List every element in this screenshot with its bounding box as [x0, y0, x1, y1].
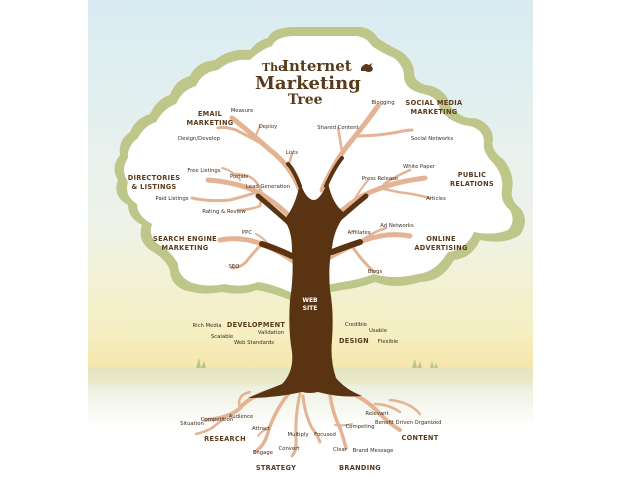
term-clear: Clear	[333, 447, 348, 453]
term-flexible: Flexible	[378, 339, 398, 345]
category-email-line1: EMAIL	[198, 110, 223, 118]
title-the: The	[262, 61, 285, 74]
trunk-label-web: WEB	[302, 297, 318, 304]
term-articles: Articles	[426, 196, 446, 202]
trunk-limbs	[255, 156, 369, 259]
term-multiply: Multiply	[288, 432, 309, 438]
term-measure: Measure	[231, 108, 254, 114]
category-branding: BRANDING	[339, 464, 381, 472]
term-portals: Portals	[230, 174, 248, 180]
term-blogging: Blogging	[371, 100, 394, 106]
category-content: CONTENT	[401, 434, 438, 442]
category-sem-line1: SEARCH ENGINE	[153, 235, 217, 243]
term-rich-media: Rich Media	[192, 323, 221, 329]
category-strategy: STRATEGY	[256, 464, 296, 472]
term-lead-generation: Lead Generation	[246, 184, 290, 190]
term-competition: Competition	[201, 417, 233, 423]
title-internet: Internet	[282, 57, 352, 75]
category-email-line2: MARKETING	[187, 119, 234, 127]
term-free-listings: Free Listings	[187, 168, 220, 174]
term-usable: Usable	[369, 328, 387, 334]
term-ad-networks: Ad Networks	[380, 223, 414, 229]
category-online-ad-line2: ADVERTISING	[414, 244, 467, 252]
term-credible: Credible	[345, 322, 367, 328]
term-paid-listings: Paid Listings	[156, 196, 189, 202]
term-attract: Attract	[252, 426, 270, 432]
category-labels: EMAIL MARKETING SOCIAL MEDIA MARKETING D…	[128, 99, 494, 472]
term-engage: Engage	[253, 450, 273, 456]
term-lists: Lists	[286, 150, 298, 156]
term-seo: SEO	[229, 264, 240, 270]
term-scalable: Scalable	[211, 334, 233, 340]
category-pr-line1: PUBLIC	[458, 171, 487, 179]
category-social-line1: SOCIAL MEDIA	[406, 99, 464, 107]
term-labels: Measure Deploy Design/Develop Lists Shar…	[156, 100, 454, 456]
diagram-title: The Internet Marketing Tree	[255, 57, 373, 108]
term-benefit-driven: Benefit Driven	[375, 420, 413, 426]
category-research: RESEARCH	[204, 435, 246, 443]
category-directories-line1: DIRECTORIES	[128, 174, 181, 182]
term-design-develop: Design/Develop	[178, 136, 221, 142]
term-convert: Convert	[279, 446, 300, 452]
trunk-label-site: SITE	[303, 305, 318, 312]
term-situation: Situation	[180, 421, 204, 427]
term-audience: Audience	[229, 414, 254, 420]
category-design: DESIGN	[339, 337, 369, 345]
term-rating-review: Rating & Review	[202, 209, 246, 215]
category-sem-line2: MARKETING	[162, 244, 209, 252]
title-marketing: Marketing	[255, 73, 361, 94]
term-affiliates: Affiliates	[347, 230, 370, 236]
term-brand-message: Brand Message	[353, 448, 394, 454]
term-validation: Validation	[258, 330, 284, 336]
term-web-standards: Web Standards	[234, 340, 274, 346]
term-organized: Organized	[414, 420, 441, 426]
term-blogs: Blogs	[368, 269, 383, 275]
category-pr-line2: RELATIONS	[450, 180, 494, 188]
category-development: DEVELOPMENT	[227, 321, 286, 329]
term-white-paper: White Paper	[403, 164, 436, 170]
category-directories-line2: & LISTINGS	[131, 183, 176, 191]
term-focused: Focused	[314, 432, 336, 438]
grass-tufts	[196, 358, 438, 368]
trunk	[248, 182, 362, 398]
bird-icon	[361, 63, 373, 72]
term-ppc: PPC	[242, 230, 252, 236]
title-tree: Tree	[288, 92, 323, 108]
term-relevant: Relevant	[365, 411, 388, 417]
term-competing: Competing	[346, 424, 375, 430]
term-press-release: Press Release	[362, 176, 398, 182]
category-online-ad-line1: ONLINE	[426, 235, 456, 243]
term-shared-content: Shared Content	[317, 125, 358, 131]
canopy	[124, 36, 513, 292]
category-social-line2: MARKETING	[411, 108, 458, 116]
term-deploy: Deploy	[259, 124, 278, 130]
term-social-networks: Social Networks	[411, 136, 454, 142]
